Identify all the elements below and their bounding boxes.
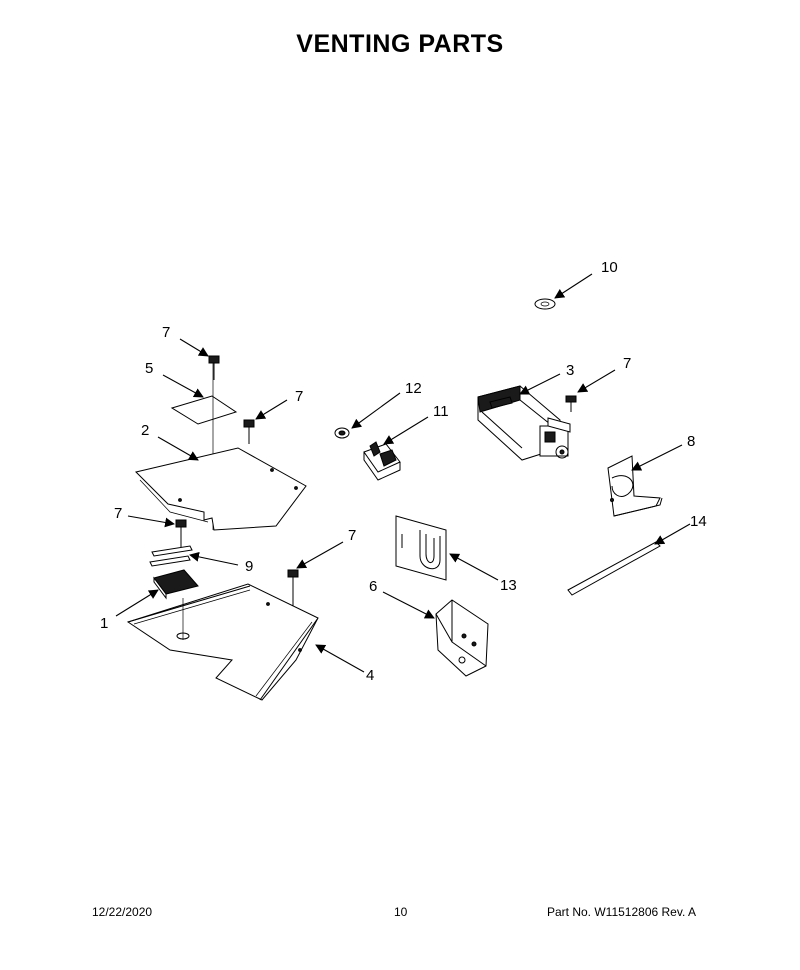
page-title: VENTING PARTS (296, 30, 504, 58)
callout-8: 8 (687, 433, 695, 450)
callout-7: 7 (295, 388, 303, 405)
callout-7: 7 (348, 527, 356, 544)
callout-14: 14 (690, 513, 707, 530)
callout-7: 7 (114, 505, 122, 522)
callout-10: 10 (601, 259, 618, 276)
part-7-screw-d (565, 395, 577, 412)
callout-13: 13 (500, 577, 517, 594)
part-9-gasket (149, 545, 193, 567)
part-2-upper-panel (135, 447, 307, 531)
callout-12: 12 (405, 380, 422, 397)
callout-6: 6 (369, 578, 377, 595)
part-4-lower-panel (126, 583, 319, 701)
callout-1: 1 (100, 615, 108, 632)
part-11-terminal-block (363, 441, 401, 481)
callout-7: 7 (623, 355, 631, 372)
callout-9: 9 (245, 558, 253, 575)
footer-part-number: Part No. W11512806 Rev. A (547, 905, 696, 919)
callout-5: 5 (145, 360, 153, 377)
part-8-bracket (607, 455, 663, 517)
part-10-washer (534, 298, 556, 310)
part-12-nut (334, 427, 350, 439)
part-7-screw-a (208, 355, 220, 380)
callout-7: 7 (162, 324, 170, 341)
footer-page-number: 10 (394, 905, 408, 919)
part-5-small-plate (170, 395, 238, 425)
part-7-screw-b (243, 419, 255, 444)
callout-11: 11 (433, 403, 449, 420)
leader-lines (115, 273, 691, 673)
callout-labels: 7 5 7 2 7 9 1 7 4 10 3 7 12 11 8 14 13 6 (100, 259, 707, 684)
footer-date: 12/22/2020 (92, 905, 153, 919)
callout-2: 2 (141, 422, 149, 439)
callout-3: 3 (566, 362, 574, 379)
part-14-gasket-strip (567, 541, 661, 596)
part-7-screw-c (175, 519, 187, 548)
callout-4: 4 (366, 667, 374, 684)
part-6-box-bracket (435, 599, 489, 677)
part-3-vent-motor (477, 385, 571, 461)
part-1-damper (153, 569, 199, 600)
part-13-duct-plate (395, 515, 447, 581)
